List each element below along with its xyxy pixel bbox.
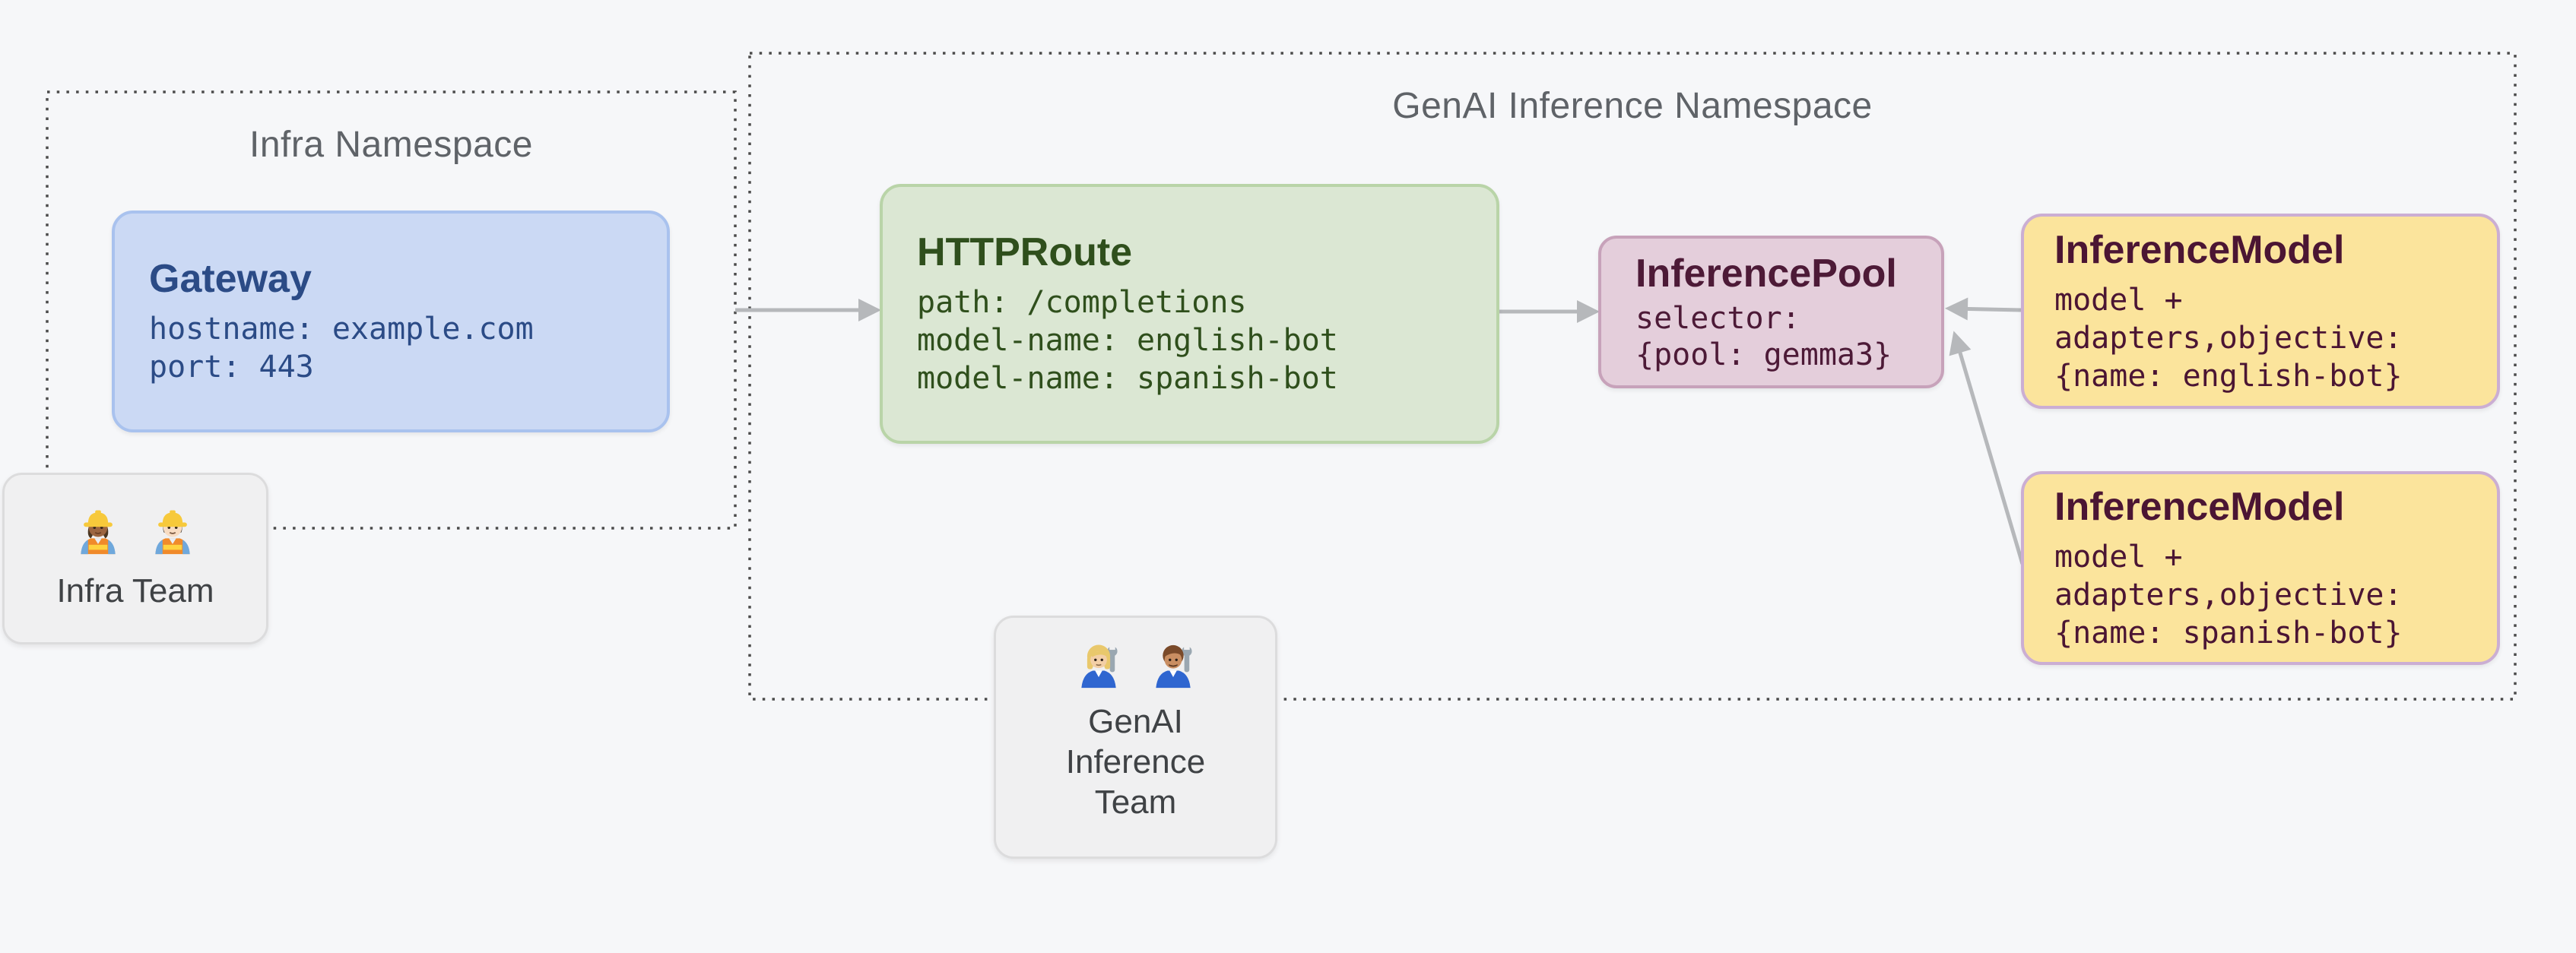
arrow-inferencemodel-english-to-inferencepool — [1945, 297, 2022, 321]
inferencepool-selector-line: selector: — [1635, 300, 1800, 336]
inferencemodel-spanish-card: InferenceModel model + adapters,objectiv… — [2021, 471, 2500, 665]
inferencemodel-spanish-line-2: adapters,objective: — [2054, 577, 2403, 613]
inferencemodel-english-line-3: {name: english-bot} — [2054, 358, 2403, 394]
infra-namespace-border — [46, 90, 737, 530]
inferencemodel-english-card: InferenceModel model + adapters,objectiv… — [2021, 214, 2500, 409]
inferencemodel-spanish-line-3: {name: spanish-bot} — [2054, 615, 2403, 651]
infra-team-label: Infra Team — [56, 572, 214, 609]
httproute-card: HTTPRoute path: /completions model-name:… — [880, 184, 1499, 444]
genai-team-card: GenAI Inference Team — [994, 616, 1277, 859]
wrench-icon — [1181, 644, 1192, 673]
gateway-hostname-line: hostname: example.com — [149, 312, 534, 347]
infra-namespace-title: Infra Namespace — [249, 125, 533, 165]
httproute-card-title: HTTPRoute — [917, 230, 1133, 274]
woman-construction-worker-emoji — [81, 510, 116, 555]
genai-namespace-title: GenAI Inference Namespace — [1392, 86, 1873, 126]
inferencemodel-spanish-card-title: InferenceModel — [2054, 484, 2345, 529]
infra-team-emoji-row — [72, 504, 198, 556]
inferencepool-card: InferencePool selector: {pool: gemma3} — [1598, 236, 1944, 388]
genai-namespace-border — [748, 52, 2517, 701]
httproute-path-line: path: /completions — [917, 285, 1247, 320]
man-mechanic-emoji — [1155, 644, 1192, 689]
gateway-port-line: port: 443 — [149, 350, 314, 385]
genai-team-label: GenAI Inference Team — [1065, 703, 1206, 821]
inferencemodel-english-line-2: adapters,objective: — [2054, 320, 2403, 356]
infra-team-card: Infra Team — [2, 473, 268, 644]
inferencemodel-spanish-line-1: model + — [2054, 539, 2183, 575]
genai-team-emoji-row — [1073, 638, 1199, 689]
woman-mechanic-emoji — [1080, 644, 1118, 689]
gateway-card: Gateway hostname: example.com port: 443 — [112, 211, 670, 432]
man-construction-worker-emoji — [155, 510, 190, 555]
inferencepool-pool-line: {pool: gemma3} — [1635, 337, 1892, 372]
httproute-model-spanish-line: model-name: spanish-bot — [917, 361, 1338, 396]
inferencemodel-english-card-title: InferenceModel — [2054, 227, 2345, 272]
arrow-inferencemodel-spanish-to-inferencepool — [1949, 331, 2025, 565]
inferencepool-card-title: InferencePool — [1635, 251, 1897, 296]
inferencemodel-english-line-1: model + — [2054, 282, 2183, 318]
gateway-card-title: Gateway — [149, 257, 312, 301]
httproute-model-english-line: model-name: english-bot — [917, 323, 1338, 358]
